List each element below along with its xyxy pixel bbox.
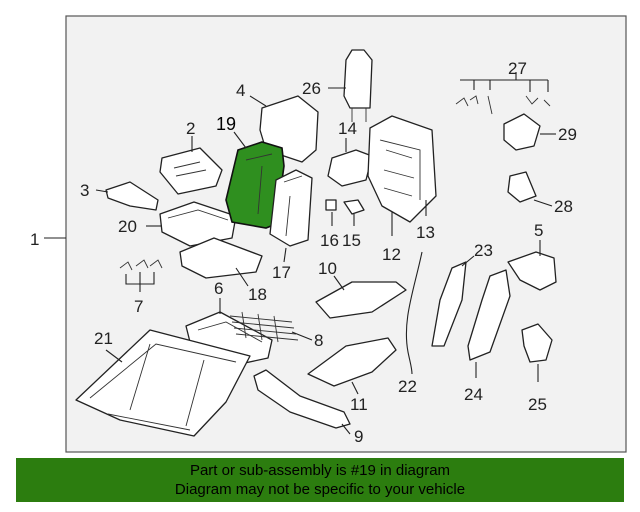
callout-8: 8 <box>314 331 323 350</box>
callout-5: 5 <box>534 221 543 240</box>
leader-23 <box>461 255 475 267</box>
callout-23: 23 <box>474 241 493 260</box>
callout-22: 22 <box>398 377 417 396</box>
leader-4 <box>249 95 267 107</box>
callout-21: 21 <box>94 329 113 348</box>
callout-2: 2 <box>186 119 195 138</box>
part-27-drawing <box>455 72 551 115</box>
callout-29: 29 <box>558 125 577 144</box>
part-2-drawing <box>159 147 223 195</box>
callout-11: 11 <box>350 395 368 414</box>
part-24-drawing <box>467 269 511 361</box>
banner-line-1: Part or sub-assembly is #19 in diagram <box>189 462 451 479</box>
callout-1: 1 <box>30 230 39 249</box>
part-10-drawing <box>315 281 407 319</box>
part-21-drawing <box>75 329 251 437</box>
part-11-drawing <box>307 337 397 387</box>
part-5-drawing <box>507 251 557 291</box>
part-25-drawing <box>521 323 553 363</box>
leader-11 <box>351 381 359 395</box>
fitment-banner: Part or sub-assembly is #19 in diagram D… <box>16 458 624 502</box>
part-20-drawing <box>159 201 237 247</box>
callout-17: 17 <box>272 263 291 282</box>
callout-10: 10 <box>318 259 337 278</box>
part-7-drawing <box>119 259 163 271</box>
part-15-drawing <box>343 199 365 215</box>
part-22-drawing <box>405 251 423 375</box>
callout-9: 9 <box>354 427 363 446</box>
callout-28: 28 <box>554 197 573 216</box>
callout-18: 18 <box>248 285 267 304</box>
callout-7: 7 <box>134 297 143 316</box>
part-18-drawing <box>179 237 263 279</box>
part-28-drawing <box>507 171 537 203</box>
part-26-drawing <box>343 49 373 122</box>
part-9-drawing <box>253 369 351 429</box>
callout-14: 14 <box>338 119 357 138</box>
leader-18 <box>235 267 249 287</box>
part-3-drawing <box>105 181 159 211</box>
callout-25: 25 <box>528 395 547 414</box>
leader-10 <box>333 275 345 291</box>
callout-27: 27 <box>508 59 527 78</box>
leader-7 <box>125 272 155 292</box>
part-29-drawing <box>503 113 541 151</box>
callout-26: 26 <box>302 79 321 98</box>
callout-12: 12 <box>382 245 401 264</box>
callout-13: 13 <box>416 223 435 242</box>
part-12-13-drawing <box>367 115 437 223</box>
banner-line-2: Diagram may not be specific to your vehi… <box>174 481 466 498</box>
leader-8 <box>291 331 313 341</box>
leader-21 <box>105 349 123 363</box>
callout-16: 16 <box>320 231 339 250</box>
callout-3: 3 <box>80 181 89 200</box>
callout-20: 20 <box>118 217 137 236</box>
part-16-drawing <box>325 199 337 211</box>
part-17-drawing <box>269 169 313 247</box>
leader-9 <box>341 423 351 435</box>
part-8-drawing <box>229 311 299 343</box>
callout-15: 15 <box>342 231 361 250</box>
leader-19 <box>233 131 247 149</box>
leader-3 <box>95 189 109 193</box>
callout-4: 4 <box>236 81 245 100</box>
leader-28 <box>533 199 553 207</box>
leader-17 <box>283 247 287 263</box>
part-19-seam <box>245 153 273 215</box>
callout-24: 24 <box>464 385 483 404</box>
callout-19: 19 <box>216 114 236 134</box>
part-14-drawing <box>327 149 373 187</box>
callout-6: 6 <box>214 279 223 298</box>
